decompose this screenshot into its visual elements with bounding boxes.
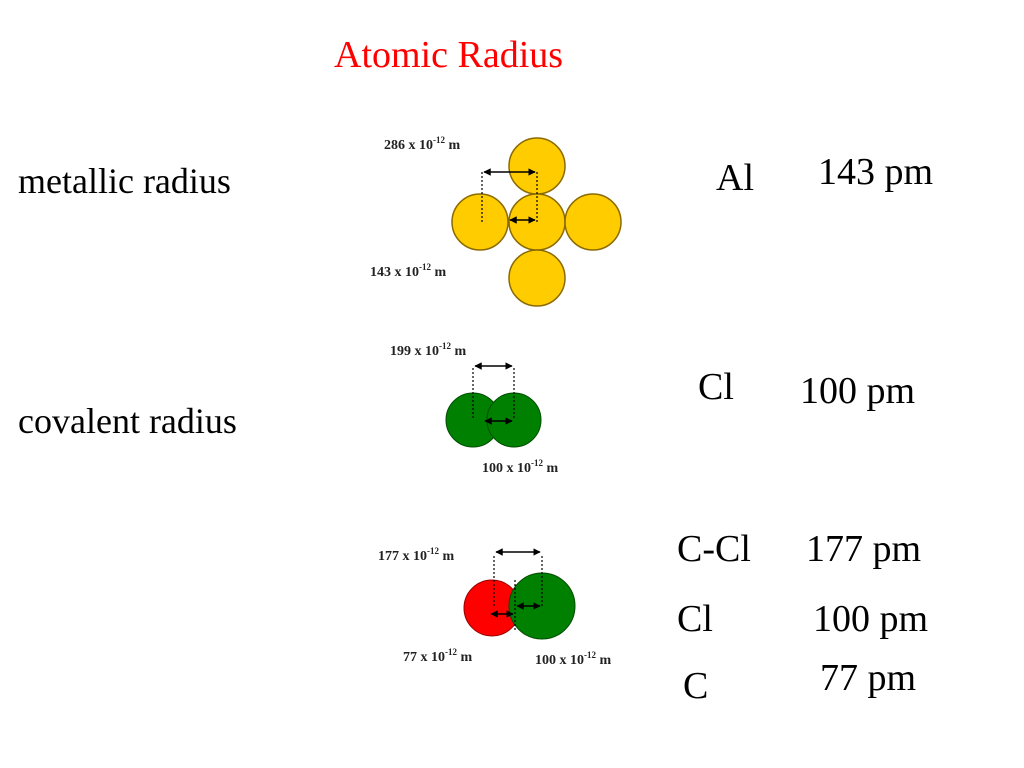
- bond-length-annotation: 177 x 10-12 m: [378, 546, 455, 564]
- cl-element-label: Cl: [698, 366, 734, 408]
- al-radius-value: 143 pm: [818, 151, 934, 193]
- cl-radius-annotation: 100 x 10-12 m: [482, 458, 559, 476]
- cl-diameter-annotation: 199 x 10-12 m: [390, 341, 467, 359]
- bond-c-label: C: [683, 665, 709, 707]
- bond-cl-label: Cl: [677, 598, 713, 640]
- metallic-radius-diagram: 286 x 10-12 m 143 x 10-12 m: [370, 135, 622, 307]
- bond-cl-value: 100 pm: [813, 598, 929, 640]
- carbon-radius-annotation: 77 x 10-12 m: [403, 647, 473, 665]
- al-element-label: Al: [716, 157, 754, 199]
- covalent-radius-label: covalent radius: [18, 401, 237, 441]
- al-radius-annotation: 143 x 10-12 m: [370, 262, 447, 280]
- al-atom-bottom: [508, 249, 566, 307]
- page-title: Atomic Radius: [334, 34, 564, 76]
- bond-c-value: 77 pm: [820, 657, 917, 699]
- cl-radius-value: 100 pm: [800, 370, 916, 412]
- al-atom-right: [564, 193, 622, 251]
- c-cl-bond-value: 177 pm: [806, 528, 922, 570]
- al-diameter-annotation: 286 x 10-12 m: [384, 135, 461, 153]
- c-cl-bond-diagram: 177 x 10-12 m 77 x 10-12 m 100 x 10-12 m: [378, 546, 612, 668]
- al-atom-left: [451, 193, 509, 251]
- covalent-radius-diagram: 199 x 10-12 m 100 x 10-12 m: [390, 341, 559, 476]
- metallic-radius-label: metallic radius: [18, 161, 231, 201]
- chlorine-radius-annotation: 100 x 10-12 m: [535, 650, 612, 668]
- c-cl-bond-label: C-Cl: [677, 528, 751, 570]
